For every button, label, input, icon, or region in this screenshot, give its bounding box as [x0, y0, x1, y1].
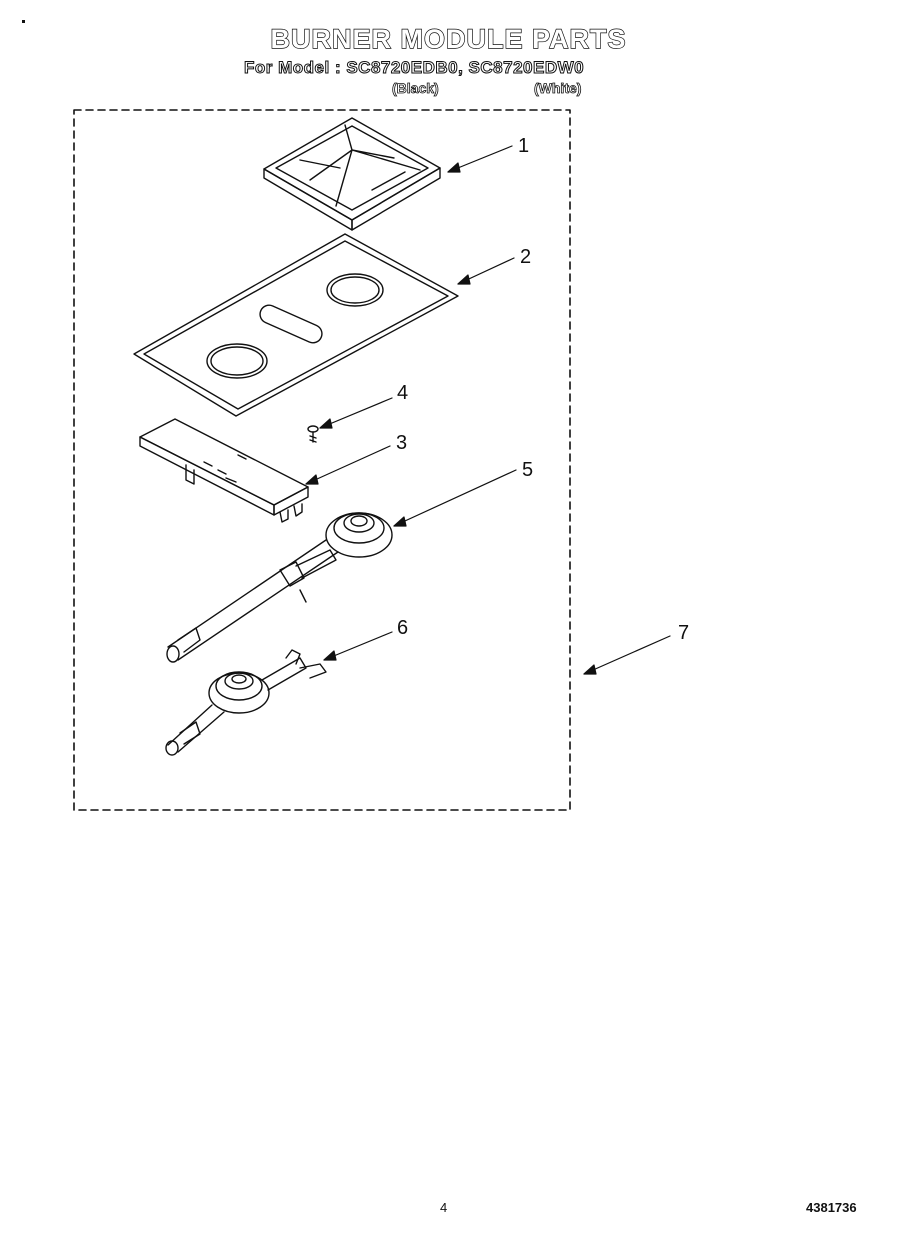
grate-part	[263, 117, 441, 231]
model-subtitle: For Model : SC8720EDB0, SC8720EDW0	[243, 58, 585, 78]
leader-lines	[305, 145, 671, 675]
speck-mark	[22, 20, 25, 23]
callout-1: 1	[518, 135, 530, 157]
variant-white-label: (White)	[534, 80, 582, 97]
bracket-part	[139, 418, 309, 523]
page-title: BURNER MODULE PARTS	[270, 23, 627, 54]
callout-6: 6	[397, 617, 409, 639]
callout-7: 7	[678, 622, 690, 644]
module-boundary	[73, 109, 571, 811]
callout-2: 2	[520, 246, 532, 268]
cooktop-panel-part	[133, 233, 459, 417]
variant-black-label: (Black)	[392, 80, 439, 97]
page-number: 4	[440, 1200, 448, 1215]
callout-3: 3	[396, 432, 408, 454]
burner-assembly-6	[165, 649, 327, 756]
callout-5: 5	[522, 459, 534, 481]
callout-4: 4	[397, 382, 409, 404]
screw-part	[307, 425, 319, 443]
document-number: 4381736	[806, 1200, 857, 1215]
burner-assembly-5	[166, 512, 393, 663]
